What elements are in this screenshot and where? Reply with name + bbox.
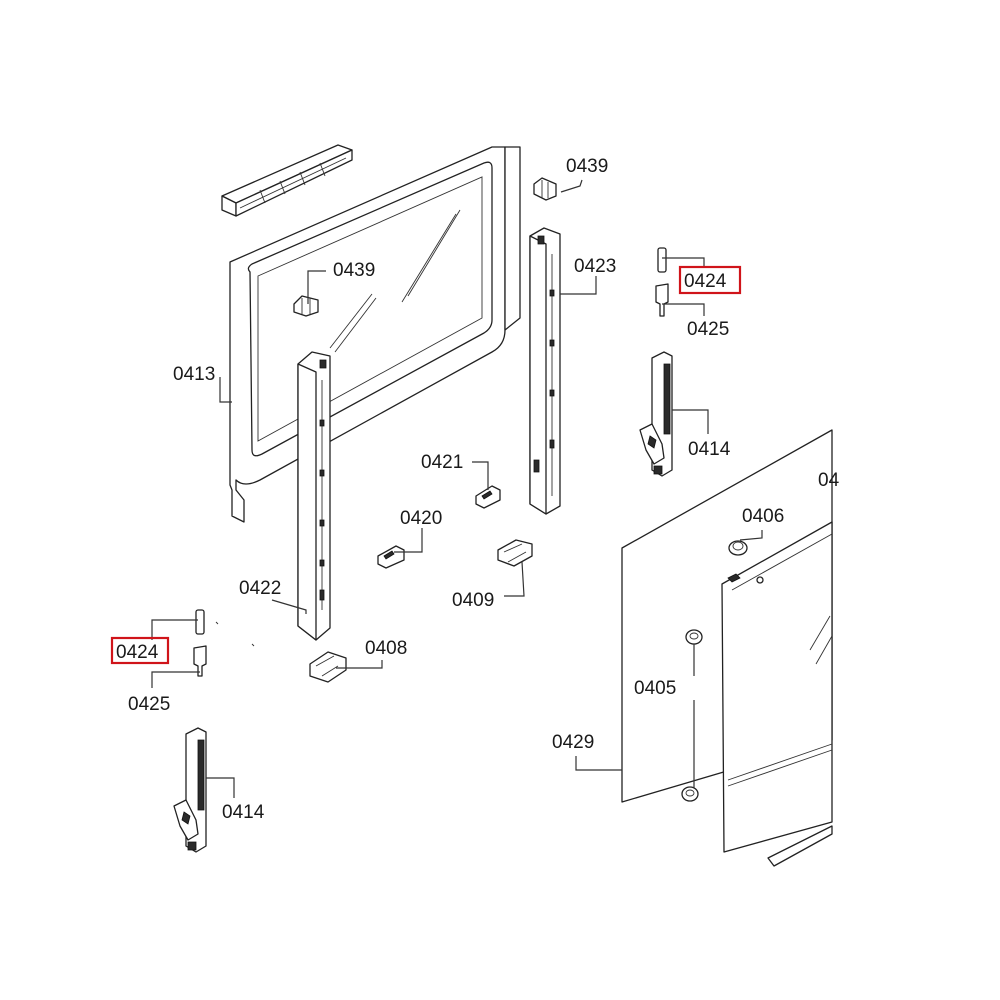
door-inner-panel [721, 521, 833, 853]
knob-0406 [728, 540, 748, 556]
bolt-0405-lower [681, 786, 699, 802]
label-0408: 0408 [365, 638, 407, 659]
hinge-left [173, 727, 207, 853]
hinge-right [639, 351, 673, 477]
label-cut-04: 04 [818, 470, 840, 491]
label-0425-right: 0425 [687, 319, 729, 340]
bottom-trim-strip [767, 825, 833, 867]
label-0423: 0423 [574, 256, 616, 277]
rail-right [529, 227, 561, 515]
part-0408 [309, 651, 347, 683]
clip-on-glass [293, 295, 319, 317]
label-0424-left: 0424 [116, 642, 159, 663]
label-0425-left: 0425 [128, 694, 170, 715]
leader-lines [151, 179, 763, 798]
label-0421: 0421 [421, 452, 463, 473]
part-0421 [475, 485, 501, 509]
pin-right [657, 247, 667, 273]
label-0414-left: 0414 [222, 802, 265, 823]
label-0439-top: 0439 [566, 156, 608, 177]
label-0409: 0409 [452, 590, 494, 611]
inner-glass-frame [229, 146, 521, 523]
label-0406: 0406 [742, 506, 784, 527]
part-0420 [377, 545, 405, 569]
top-trim-strip [221, 144, 353, 217]
highlight-box-left [110, 636, 170, 665]
bush-right [655, 283, 669, 317]
part-0409 [497, 539, 533, 567]
label-0413: 0413 [173, 364, 215, 385]
clip-top [533, 177, 557, 201]
label-0420: 0420 [400, 508, 442, 529]
label-0414-right: 0414 [688, 439, 731, 460]
label-0424-right: 0424 [684, 271, 727, 292]
highlight-box-right [678, 265, 742, 295]
label-0422: 0422 [239, 578, 281, 599]
label-0429: 0429 [552, 732, 594, 753]
bush-left [193, 645, 207, 677]
bolt-0405-upper [685, 629, 703, 645]
pin-left [195, 609, 205, 635]
label-0439-glass: 0439 [333, 260, 375, 281]
label-0405: 0405 [634, 678, 676, 699]
rail-left [297, 351, 331, 641]
